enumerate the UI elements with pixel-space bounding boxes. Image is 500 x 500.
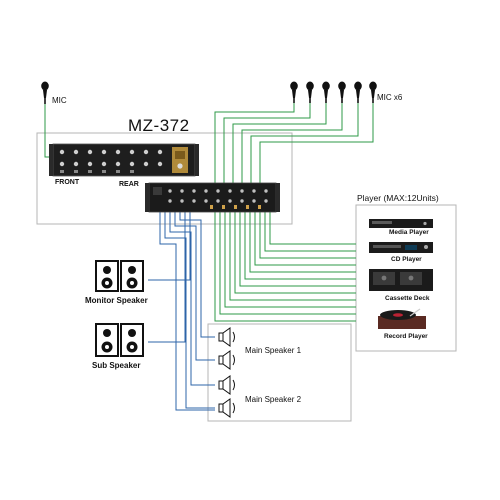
microphone-icon — [354, 81, 362, 103]
horn-speaker-icon — [218, 398, 235, 418]
horn-speaker-icon — [218, 375, 235, 395]
player-group-label: Player (MAX:12Units) — [357, 193, 439, 203]
rear-label: REAR — [119, 181, 139, 188]
mic-array — [290, 81, 377, 103]
player-label: Cassette Deck — [385, 295, 430, 302]
microphone-icon — [290, 81, 298, 103]
mic-multi-label: MIC x6 — [377, 93, 403, 102]
microphone-icon — [41, 81, 49, 104]
microphone-icon — [369, 81, 377, 103]
sub-speaker-label: Sub Speaker — [92, 361, 141, 370]
monitor-speaker-icon — [95, 260, 144, 292]
sub-speaker-icon — [95, 323, 144, 357]
player-label: Media Player — [389, 229, 429, 236]
mic-single-label: MIC — [52, 96, 67, 105]
player-label: CD Player — [391, 256, 422, 263]
player-cables — [214, 212, 356, 322]
microphone-icon — [338, 81, 346, 103]
cassette-deck-icon — [369, 269, 433, 291]
speaker-cables — [148, 212, 215, 411]
main-speaker-1-label: Main Speaker 1 — [245, 346, 302, 355]
microphone-icon — [322, 81, 330, 103]
main-speaker-2-label: Main Speaker 2 — [245, 395, 302, 404]
microphone-icon — [306, 81, 314, 103]
mixer-rear-panel — [145, 182, 280, 213]
player-group-box — [355, 204, 457, 352]
front-label: FRONT — [55, 179, 80, 186]
record-player-icon — [378, 308, 426, 329]
horn-speaker-icon — [218, 327, 235, 347]
main-speaker-group-box — [207, 323, 352, 422]
horn-speaker-icon — [218, 350, 235, 370]
player-label: Record Player — [384, 333, 428, 340]
mic-cables — [214, 103, 374, 183]
model-title: MZ-372 — [128, 116, 190, 135]
media-player-icon — [369, 219, 433, 228]
monitor-speaker-label: Monitor Speaker — [85, 296, 148, 305]
cd-player-icon — [369, 242, 433, 253]
mixer-front-panel — [49, 143, 199, 177]
